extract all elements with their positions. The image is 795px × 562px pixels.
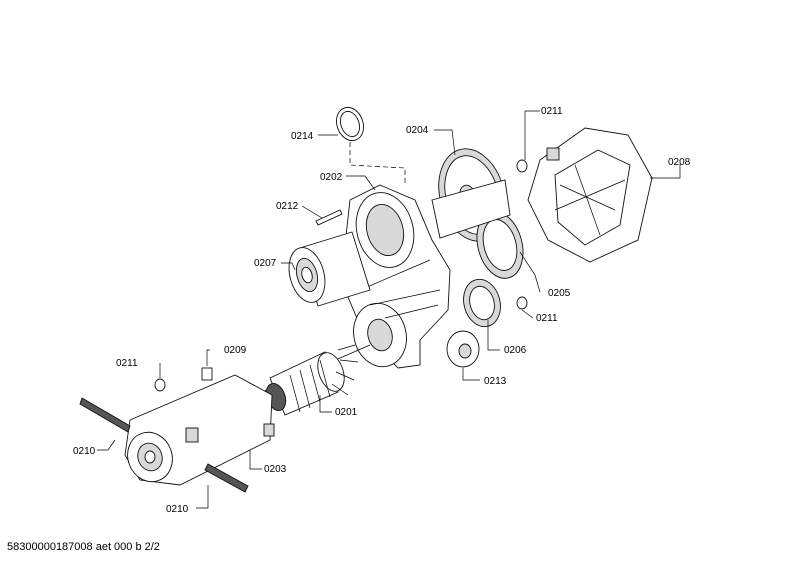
part-clip-0209	[201, 367, 213, 381]
document-footer-id: 58300000187008 aet 000 b 2/2	[7, 541, 160, 553]
label-0201: 0201	[335, 407, 358, 418]
label-0206: 0206	[504, 345, 527, 356]
part-pinion-gear-0206	[463, 278, 501, 328]
leader-lines	[97, 110, 681, 509]
part-brush-spring-0210-top	[79, 397, 131, 433]
label-0209: 0209	[224, 345, 247, 356]
label-0213: 0213	[484, 376, 507, 387]
label-0214: 0214	[291, 131, 314, 142]
part-housing-cover-0208	[527, 127, 653, 263]
part-washer-0211-left	[154, 378, 166, 392]
label-0210-bottom: 0210	[166, 504, 189, 515]
part-brush-spring-0210-bottom	[204, 463, 249, 493]
part-armature-rotor-0201	[254, 344, 371, 416]
label-0203: 0203	[264, 464, 287, 475]
label-0211-left: 0211	[116, 358, 138, 369]
part-cylinder-coupling-0207	[288, 231, 371, 307]
label-0202: 0202	[320, 172, 343, 183]
label-0204: 0204	[406, 125, 429, 136]
label-0205: 0205	[548, 288, 571, 299]
part-bearing-disc-0213	[446, 330, 480, 368]
part-gear-shaft-0205	[431, 179, 524, 279]
part-washer-0211-top	[516, 159, 528, 173]
part-motor-housing-0203	[124, 374, 275, 486]
label-0208: 0208	[668, 157, 691, 168]
part-washer-0211-right	[516, 296, 528, 310]
label-0211-right: 0211	[536, 313, 558, 324]
label-0210-top: 0210	[73, 446, 96, 457]
part-seal-ring-0214	[336, 106, 364, 142]
label-0207: 0207	[254, 258, 277, 269]
label-0211-top: 0211	[541, 106, 563, 117]
label-0212: 0212	[276, 201, 299, 212]
part-pin-0212	[315, 209, 343, 226]
part-gearbox-frame-0202	[344, 184, 451, 369]
